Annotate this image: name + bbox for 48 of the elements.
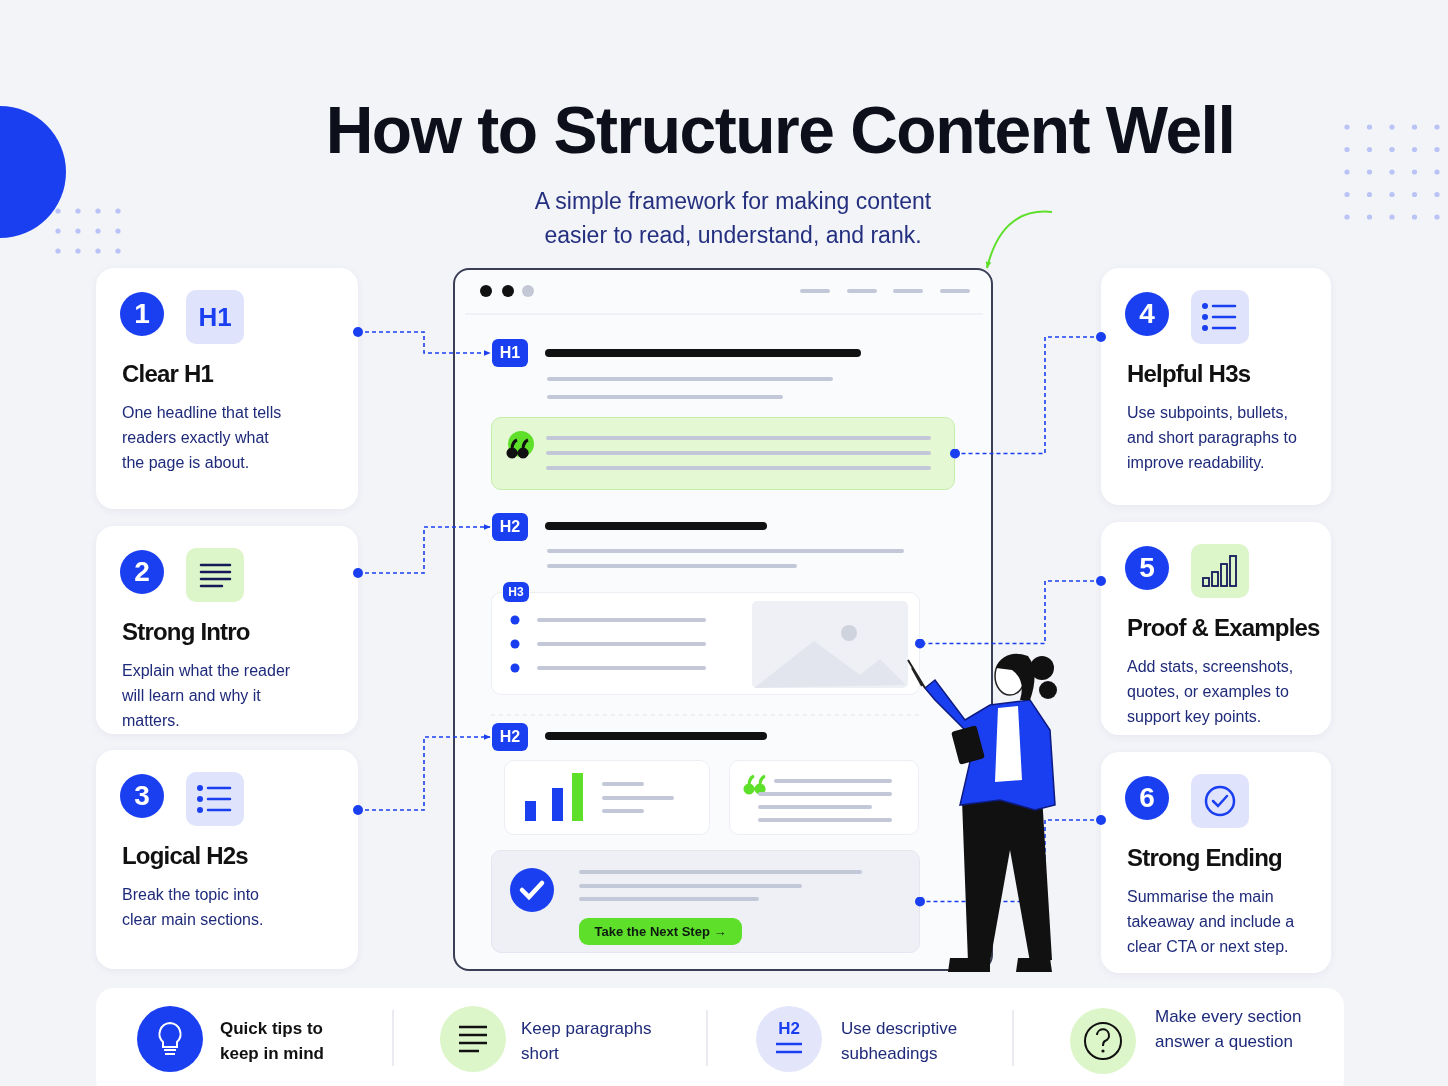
- step-number: 2: [120, 550, 164, 594]
- heading-tag: H1: [186, 290, 244, 344]
- cta-panel: [491, 850, 920, 953]
- card-heading: Proof & Examples: [1127, 614, 1320, 642]
- card-description: Break the topic into clear main sections.: [122, 885, 265, 930]
- step-card: [96, 268, 358, 509]
- curved-arrow: [986, 210, 1053, 269]
- card-description: Explain what the reader will learn and why it matters.: [122, 661, 292, 731]
- card-description: Use subpoints, bullets, and short paragraphs to improve readability.: [1127, 403, 1297, 473]
- quote-card: [729, 760, 919, 835]
- step-number: 3: [120, 774, 164, 818]
- connector: [353, 327, 491, 356]
- connector: [915, 576, 1106, 649]
- tip-heading: Quick tips to keep in mind: [220, 1018, 325, 1065]
- connector: [353, 734, 491, 815]
- browser-window: [453, 268, 993, 971]
- heading-tag: H2: [492, 723, 528, 751]
- step-card: [1101, 522, 1331, 735]
- card-heading: Strong Ending: [1127, 844, 1282, 872]
- card-description: Add stats, screenshots, quotes, or examples to support key points.: [1127, 657, 1295, 727]
- stats-card: [504, 760, 710, 835]
- heading-tag: H3: [503, 582, 529, 602]
- step-card: [1101, 752, 1331, 973]
- heading-tag: H2: [492, 513, 528, 541]
- step-card: [96, 750, 358, 969]
- connector: [950, 332, 1106, 459]
- card-description: One headline that tells readers exactly what the page is about.: [122, 403, 283, 473]
- card-heading: Strong Intro: [122, 618, 250, 646]
- tip-text: Keep paragraphs short: [521, 1018, 653, 1065]
- step-card: [96, 526, 358, 734]
- step-number: 6: [1125, 776, 1169, 820]
- step-card: [1101, 268, 1331, 505]
- quote-block: [491, 417, 955, 490]
- tip-text: Use descriptive subheadings: [841, 1018, 959, 1065]
- card-heading: Logical H2s: [122, 842, 248, 870]
- subtitle: A simple framework for making content easier to read, understand, and rank.: [533, 187, 933, 250]
- step-number: 5: [1125, 546, 1169, 590]
- tip-text: Make every section answer a question: [1155, 1006, 1303, 1053]
- connector: [353, 524, 491, 578]
- card-heading: Clear H1: [122, 360, 213, 388]
- card-heading: Helpful H3s: [1127, 360, 1251, 388]
- step-number: 4: [1125, 292, 1169, 336]
- card-description: Summarise the main takeaway and include a clear CTA or next step.: [1127, 887, 1296, 957]
- heading-tag: H1: [492, 339, 528, 367]
- step-number: 1: [120, 292, 164, 336]
- heading-tag: H2: [776, 1019, 802, 1039]
- cta-button: Take the Next Step →: [579, 918, 742, 945]
- title: How to Structure Content Well: [324, 92, 1236, 168]
